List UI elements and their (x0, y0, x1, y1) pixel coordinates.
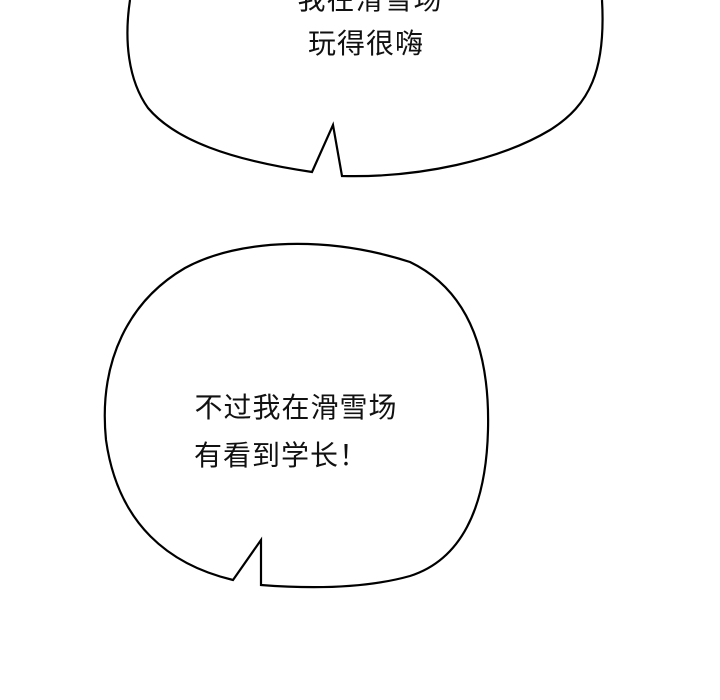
speech-bubble-bottom (103, 242, 490, 589)
bubble-bottom-line-1: 不过我在滑雪场 (194, 391, 398, 424)
bubble-top-line-1: 我在滑雪场 (270, 0, 470, 18)
bubble-top-line-2: 玩得很嗨 (307, 27, 424, 60)
speech-bubble-top (126, 0, 604, 178)
bubble-bottom-line-2: 有看到学长！ (193, 439, 368, 472)
